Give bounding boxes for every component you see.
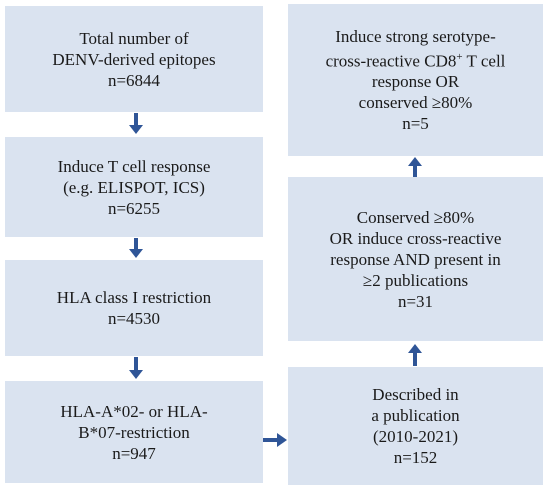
box-text: HLA class I restriction (56, 288, 212, 307)
arrow-down-2 (129, 238, 143, 258)
box-text: DENV-derived epitopes (52, 49, 216, 69)
box-text-part: cross-reactive CD8 (325, 51, 457, 71)
box-text: B*07-restriction (78, 422, 190, 442)
box-conserved-80: Conserved ≥80% OR induce cross-reactive … (288, 177, 543, 341)
box-count: n=6844 (107, 70, 161, 90)
box-text: conserved ≥80% (358, 93, 473, 113)
box-described-publication: Described in a publication (2010-2021) n… (288, 367, 543, 485)
box-count: n=6255 (107, 198, 161, 218)
box-text: response AND present in (330, 249, 501, 269)
box-text-part: T cell (462, 51, 506, 71)
arrow-down-1 (129, 113, 143, 134)
superscript-plus: + (456, 50, 463, 63)
arrow-up-2 (408, 157, 422, 177)
box-text: Described in (372, 385, 459, 404)
box-hla-class-i: HLA class I restriction n=4530 (5, 260, 263, 356)
box-strong-cross-reactive: Induce strong serotype- cross-reactive C… (288, 4, 543, 156)
box-text: a publication (371, 406, 460, 425)
box-hla-a02-b07: HLA-A*02- or HLA- B*07-restriction n=947 (5, 381, 263, 483)
box-text: Induce strong serotype- (335, 26, 496, 46)
box-text: OR induce cross-reactive (329, 228, 502, 248)
box-text: HLA-A*02- or HLA- (60, 401, 208, 421)
box-count: n=31 (397, 291, 434, 311)
box-total-epitopes: Total number of DENV-derived epitopes n=… (5, 6, 263, 112)
box-count: n=152 (393, 448, 438, 467)
arrow-right (263, 433, 287, 447)
box-text: cross-reactive CD8+ T cell (326, 47, 506, 72)
box-text: response OR (371, 72, 460, 92)
box-text: (2010-2021) (373, 427, 458, 446)
box-text: Total number of (79, 28, 189, 48)
box-t-cell-response: Induce T cell response (e.g. ELISPOT, IC… (5, 137, 263, 237)
box-count: n=947 (112, 443, 156, 463)
box-text: ≥2 publications (362, 270, 469, 290)
box-text: Induce T cell response (57, 156, 211, 176)
box-text: Conserved ≥80% (356, 207, 475, 227)
arrow-down-3 (129, 357, 143, 379)
box-count: n=5 (402, 114, 429, 134)
box-text: (e.g. ELISPOT, ICS) (63, 177, 205, 197)
arrow-up-1 (408, 344, 422, 366)
box-count: n=4530 (107, 309, 161, 328)
